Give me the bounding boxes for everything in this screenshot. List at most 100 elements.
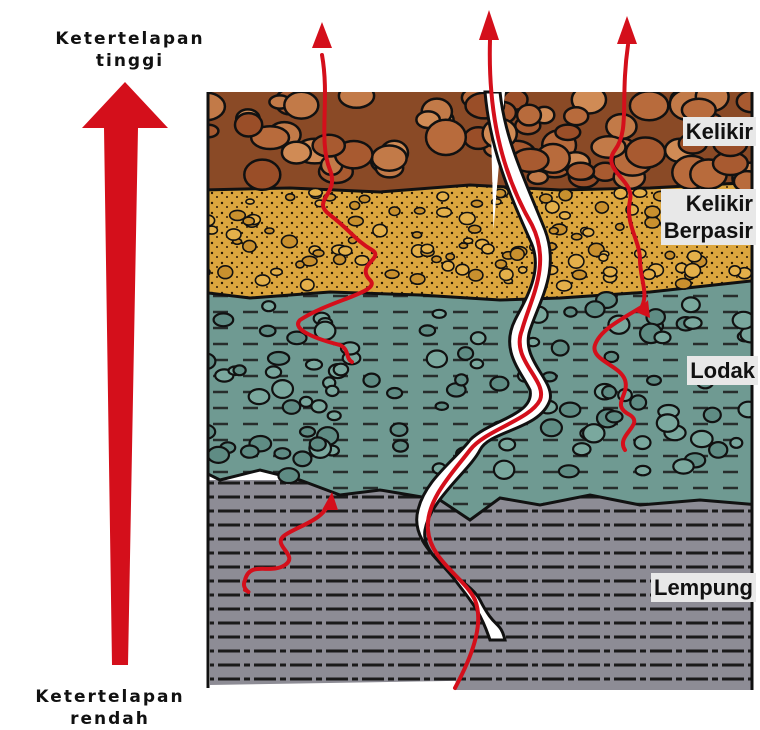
layer-label-clay: Lempung: [651, 573, 756, 602]
pebble: [262, 301, 275, 311]
pebble: [301, 279, 314, 291]
pebble: [426, 120, 466, 155]
pebble: [464, 238, 473, 243]
pebble: [500, 269, 513, 281]
pebble: [626, 138, 665, 168]
pebble: [427, 351, 447, 368]
pebble: [348, 216, 363, 225]
layer-label-gravel: Kelikir: [683, 117, 756, 146]
pebble: [339, 246, 352, 255]
pebble: [437, 192, 449, 201]
pebble: [244, 160, 280, 190]
pebble: [359, 195, 370, 202]
pebble: [614, 188, 627, 199]
pebble: [602, 386, 616, 398]
pebble: [436, 403, 448, 410]
pebble: [310, 437, 326, 450]
pebble: [583, 424, 604, 442]
pebble: [446, 253, 454, 260]
pebble: [519, 267, 527, 273]
pebble: [442, 261, 454, 271]
pebble: [657, 414, 679, 431]
pebble: [595, 202, 608, 213]
pebble: [328, 411, 341, 420]
pebble: [387, 388, 402, 398]
low-permeability-label-line1: Ketertelapan: [0, 686, 220, 708]
pebble: [241, 446, 259, 458]
pebble: [296, 261, 304, 268]
pebble: [246, 199, 254, 204]
flow-arrowhead-right: [617, 16, 637, 44]
high-permeability-label: Ketertelapan tinggi: [20, 28, 240, 72]
pebble: [557, 281, 572, 291]
pebble: [372, 146, 407, 171]
pebble: [293, 452, 311, 467]
pebble: [272, 380, 293, 398]
pebble: [284, 92, 318, 119]
pebble: [673, 459, 693, 473]
pebble: [410, 274, 425, 284]
pebble: [268, 352, 289, 365]
pebble: [645, 206, 660, 217]
pebble: [469, 270, 483, 281]
pebble: [682, 297, 700, 312]
pebble: [334, 364, 348, 376]
pebble: [306, 360, 322, 370]
pebble: [739, 402, 759, 418]
pebble: [412, 232, 421, 238]
pebble: [271, 268, 282, 275]
flow-arrowhead-left: [312, 22, 332, 48]
pebble: [560, 403, 580, 417]
pebble: [235, 113, 262, 136]
pebble: [496, 260, 507, 268]
pebble: [313, 135, 345, 157]
pebble: [616, 224, 624, 231]
pebble: [499, 439, 515, 451]
pebble: [495, 189, 506, 197]
layer-label-silt: Lodak: [687, 356, 758, 385]
pebble: [606, 411, 622, 422]
pebble: [260, 326, 276, 336]
layer-label-sandy-gravel-line1: Kelikir: [664, 190, 753, 217]
pebble: [630, 91, 668, 120]
pebble: [243, 240, 256, 252]
pebble: [737, 91, 760, 112]
pebble: [559, 189, 572, 200]
pebble: [643, 269, 655, 279]
pebble: [300, 427, 315, 437]
pebble: [455, 374, 467, 385]
pebble: [214, 313, 234, 326]
pebble: [573, 443, 590, 455]
pebble: [230, 210, 246, 220]
high-permeability-label-line1: Ketertelapan: [20, 28, 240, 50]
pebble: [459, 213, 475, 225]
pebble: [635, 436, 651, 449]
low-permeability-label-line2: rendah: [0, 708, 220, 730]
pebble: [471, 360, 483, 369]
pebble: [510, 248, 524, 260]
pebble: [278, 468, 299, 483]
pebble: [266, 366, 281, 377]
pebble: [389, 207, 400, 216]
layer-label-sandy-gravel: Kelikir Berpasir: [661, 189, 756, 245]
pebble: [471, 200, 482, 207]
pebble: [326, 386, 338, 396]
pebble: [541, 419, 562, 436]
pebble: [437, 208, 452, 217]
pebble: [373, 224, 387, 236]
pebble: [564, 107, 588, 125]
pebble: [567, 163, 594, 180]
pebble: [569, 255, 584, 269]
pebble: [572, 234, 582, 240]
pebble: [552, 341, 569, 356]
pebble: [458, 347, 473, 360]
pebble: [420, 325, 435, 335]
pebble: [586, 301, 605, 317]
high-permeability-label-line2: tinggi: [20, 50, 240, 72]
permeability-arrow: [82, 82, 168, 665]
pebble: [385, 270, 399, 278]
permeability-arrow-head: [82, 82, 168, 665]
pebble: [709, 442, 727, 458]
pebble: [415, 208, 425, 214]
layer-label-sandy-gravel-line2: Berpasir: [664, 217, 753, 244]
